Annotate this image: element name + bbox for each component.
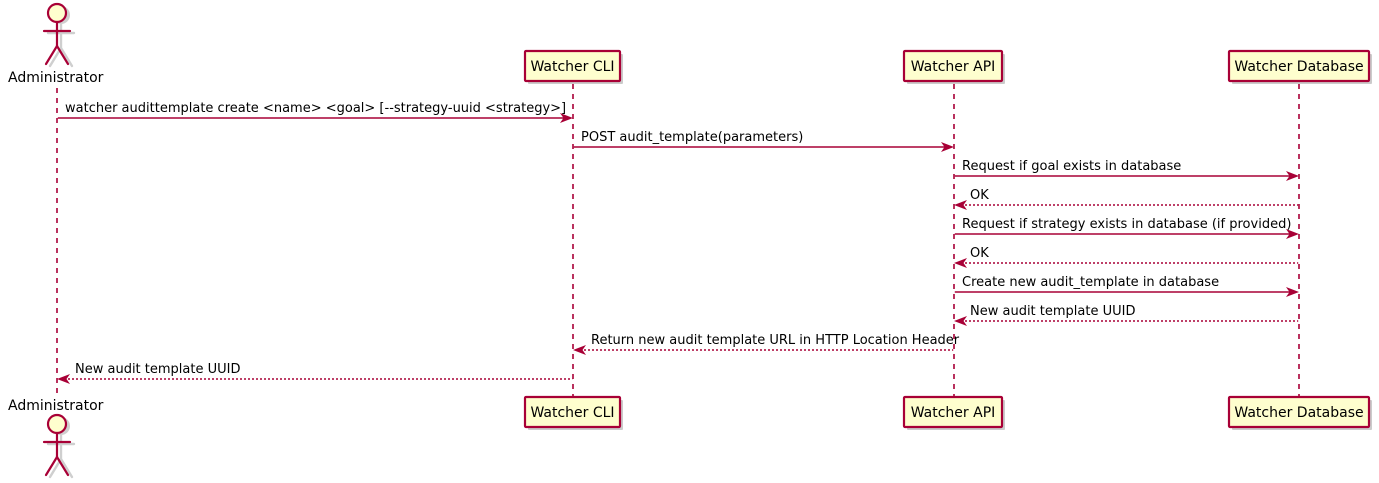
message-6: OK xyxy=(954,246,1299,268)
participant-rect-api-bottom[interactable] xyxy=(902,395,1004,429)
actor-label-administrator-bottom: Administrator xyxy=(8,398,104,414)
message-label-4: OK xyxy=(970,188,989,203)
participant-label-cli-bottom: Watcher CLI xyxy=(530,405,614,421)
message-10: New audit template UUID xyxy=(57,362,573,384)
participant-rect-api-top[interactable] xyxy=(902,49,1004,83)
participant-rect-cli-top[interactable] xyxy=(523,49,622,83)
message-label-1: watcher audittemplate create <name> <goa… xyxy=(65,101,566,116)
message-2: POST audit_template(parameters) xyxy=(573,130,954,152)
message-arrowhead-4 xyxy=(954,200,967,210)
participant-label-api-top: Watcher API xyxy=(911,59,996,75)
message-label-7: Create new audit_template in database xyxy=(962,275,1219,290)
message-9: Return new audit template URL in HTTP Lo… xyxy=(573,333,960,355)
message-arrowhead-8 xyxy=(954,316,967,326)
message-label-6: OK xyxy=(970,246,989,261)
participant-label-db-bottom: Watcher Database xyxy=(1234,405,1363,421)
participant-box-watcher-api-bottom[interactable]: Watcher API xyxy=(902,395,1005,430)
message-label-8: New audit template UUID xyxy=(970,304,1135,319)
message-label-5: Request if strategy exists in database (… xyxy=(962,217,1291,232)
participant-rect-db-bottom[interactable] xyxy=(1227,395,1371,429)
message-arrowhead-1 xyxy=(560,113,573,123)
actor-glyph-bottom xyxy=(42,413,72,477)
message-arrowhead-10 xyxy=(57,374,70,384)
participant-box-watcher-database-bottom[interactable]: Watcher Database xyxy=(1227,395,1372,430)
message-4: OK xyxy=(954,188,1299,210)
lifelines xyxy=(56,84,1300,398)
participant-label-db-top: Watcher Database xyxy=(1234,59,1363,75)
message-3: Request if goal exists in database xyxy=(954,159,1299,181)
message-arrowhead-7 xyxy=(1286,287,1299,297)
actor-administrator-bottom[interactable]: Administrator xyxy=(8,398,104,479)
actor-leg-left-icon xyxy=(44,44,59,66)
message-arrowhead-5 xyxy=(1286,229,1299,239)
participant-label-api-bottom: Watcher API xyxy=(911,405,996,421)
participant-rect-db-top[interactable] xyxy=(1227,49,1371,83)
message-7: Create new audit_template in database xyxy=(954,275,1299,297)
participant-box-watcher-cli-top[interactable]: Watcher CLI xyxy=(523,49,623,84)
message-label-9: Return new audit template URL in HTTP Lo… xyxy=(591,333,960,348)
message-label-10: New audit template UUID xyxy=(75,362,240,377)
participant-box-watcher-cli-bottom[interactable]: Watcher CLI xyxy=(523,395,623,430)
message-arrowhead-3 xyxy=(1286,171,1299,181)
participant-label-cli-top: Watcher CLI xyxy=(530,59,614,75)
participant-box-watcher-api-top[interactable]: Watcher API xyxy=(902,49,1005,84)
actor-leg-left-icon-bottom xyxy=(44,455,59,477)
message-arrowhead-2 xyxy=(941,142,954,152)
message-label-2: POST audit_template(parameters) xyxy=(581,130,803,145)
actor-leg-right-icon-bottom xyxy=(55,455,70,477)
participant-rect-cli-bottom[interactable] xyxy=(523,395,622,429)
message-arrowhead-9 xyxy=(573,345,586,355)
message-5: Request if strategy exists in database (… xyxy=(954,217,1299,239)
actor-leg-right-icon xyxy=(55,44,70,66)
message-label-3: Request if goal exists in database xyxy=(962,159,1181,174)
actor-head-icon-bottom xyxy=(46,413,68,435)
actor-administrator-top[interactable]: Administrator xyxy=(8,2,104,86)
actor-head-icon xyxy=(46,2,68,24)
actor-label-administrator-top: Administrator xyxy=(8,70,104,86)
message-1: watcher audittemplate create <name> <goa… xyxy=(57,101,573,123)
participant-box-watcher-database-top[interactable]: Watcher Database xyxy=(1227,49,1372,84)
actor-glyph-top xyxy=(42,2,72,66)
message-arrowhead-6 xyxy=(954,258,967,268)
message-8: New audit template UUID xyxy=(954,304,1299,326)
